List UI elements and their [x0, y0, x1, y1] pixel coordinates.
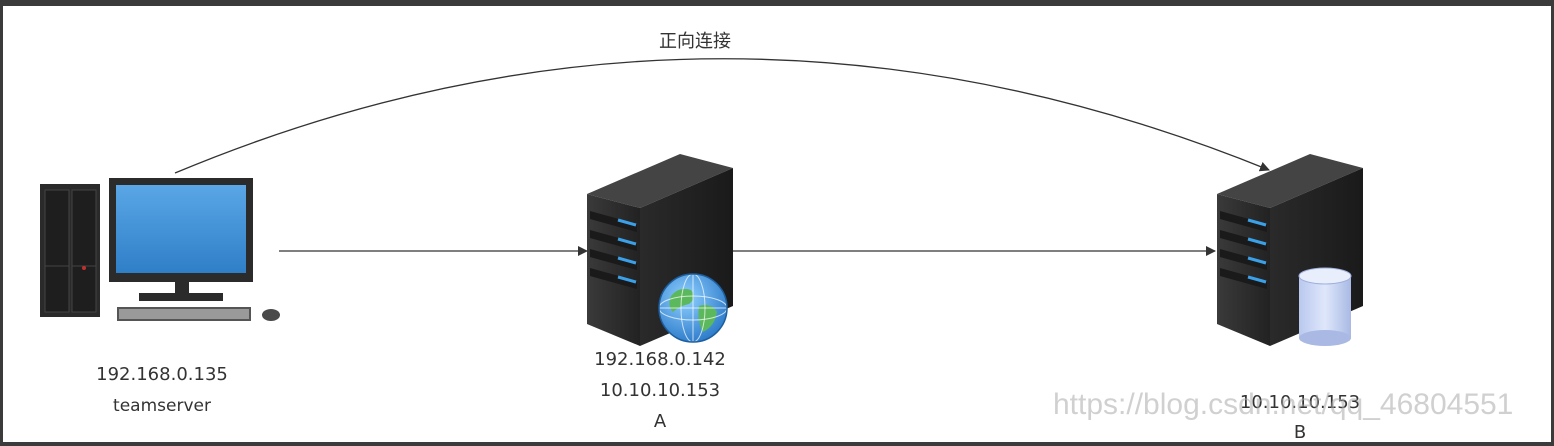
arc-label: 正向连接: [659, 31, 731, 52]
host-a-ip-1: 192.168.0.142: [594, 349, 726, 370]
globe-icon: [658, 273, 728, 343]
forward-connection-arc: [174, 58, 1270, 174]
teamserver-ip: 192.168.0.135: [96, 364, 228, 385]
host-b-ip: 10.10.10.153: [1239, 392, 1361, 413]
database-server-icon: [1217, 154, 1363, 346]
desktop-computer-icon: [40, 178, 280, 321]
diagram-canvas: 正向连接 192.168.0.135 teamserver 192.168.0.…: [3, 6, 1551, 442]
teamserver-name: teamserver: [113, 396, 211, 416]
database-cylinder-icon: [1298, 267, 1352, 346]
web-server-icon: [587, 154, 733, 346]
host-a-name: A: [653, 411, 667, 432]
host-b-name: B: [1293, 422, 1307, 442]
network-diagram: [40, 58, 1363, 346]
host-a-ip-2: 10.10.10.153: [599, 380, 721, 401]
watermark-text: https://blog.csdn.net/qq_46804551: [1053, 388, 1514, 421]
